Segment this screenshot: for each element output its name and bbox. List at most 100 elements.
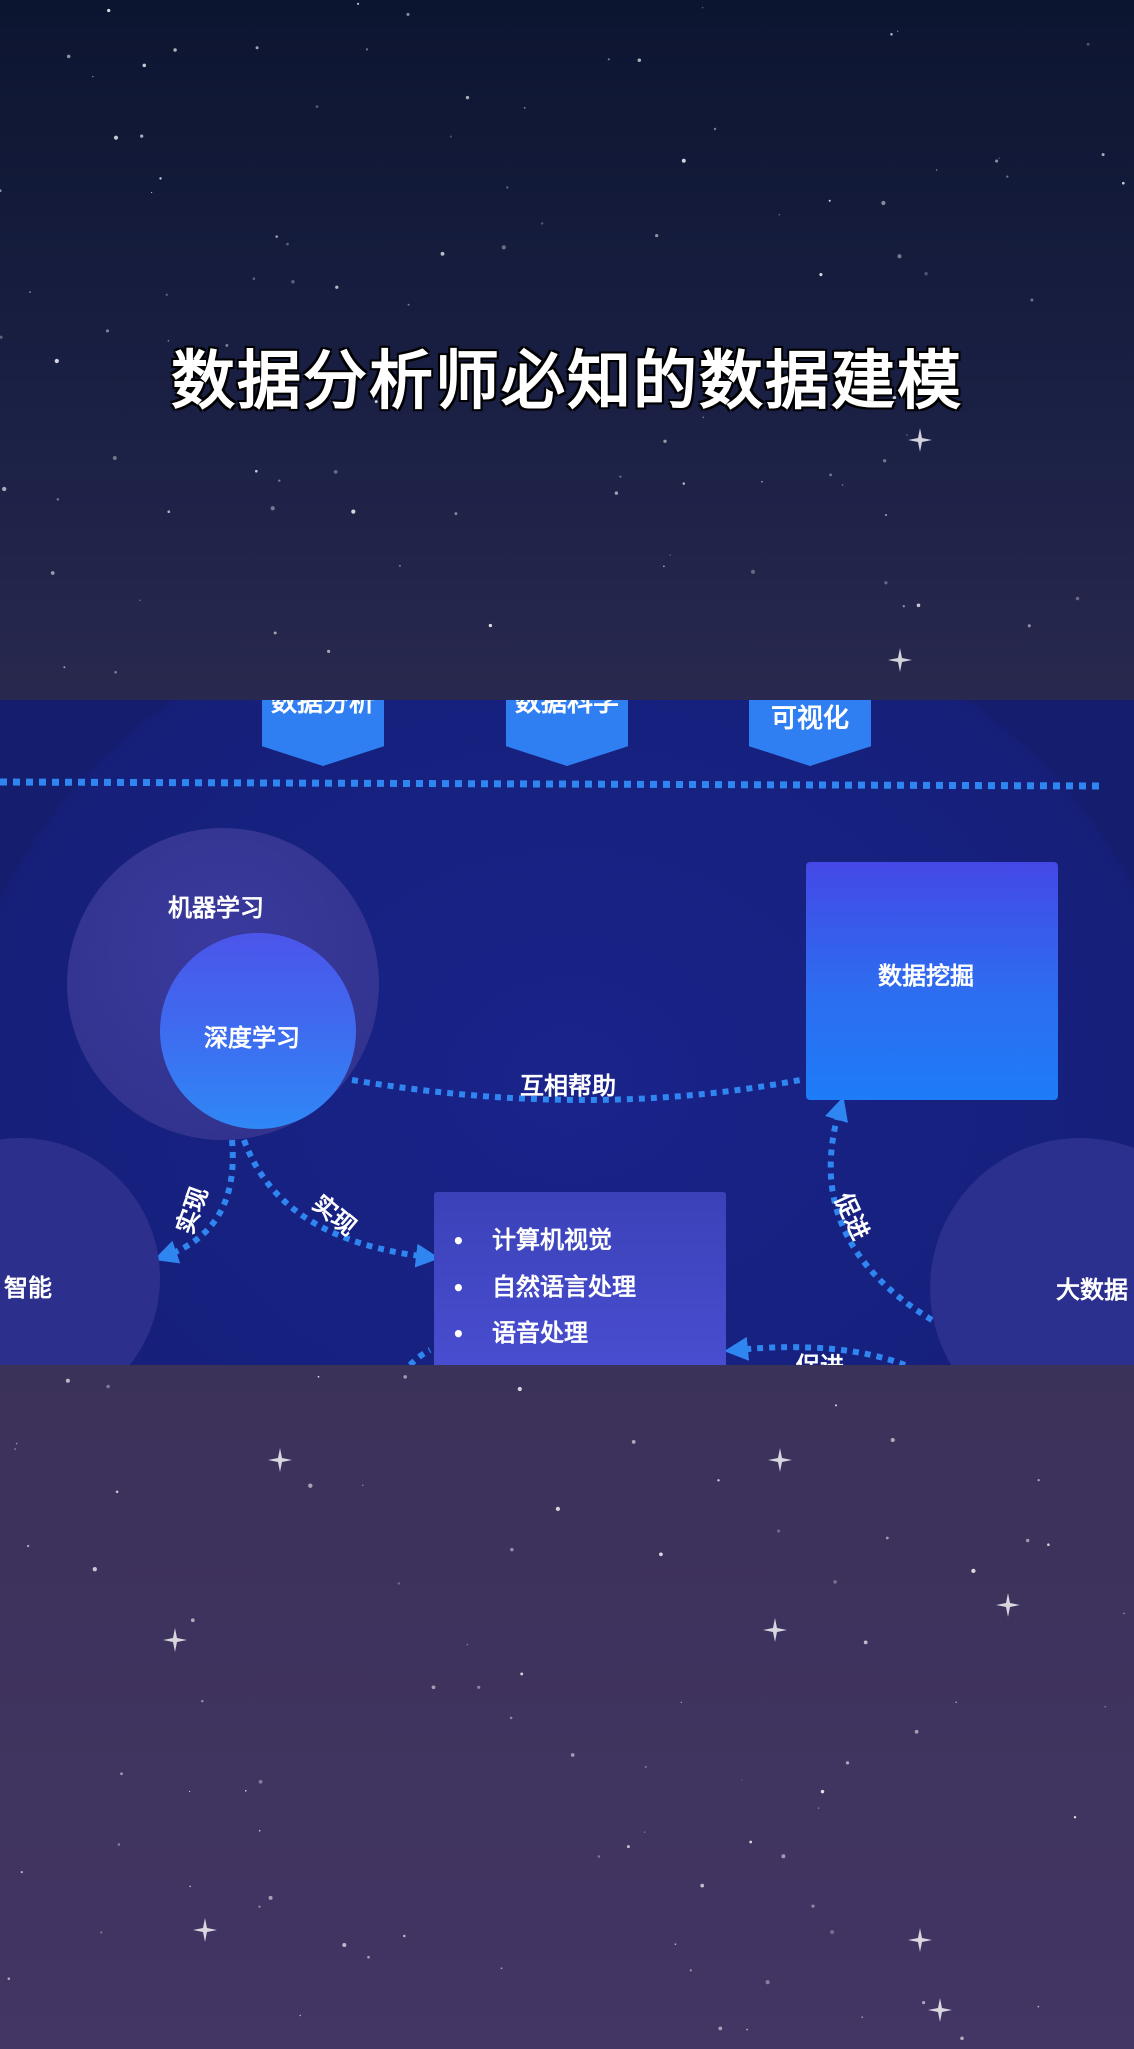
star (189, 1885, 192, 1888)
star (173, 48, 177, 52)
star (841, 484, 844, 486)
bullet-icon: • (452, 1229, 465, 1253)
star (890, 33, 893, 36)
star (619, 475, 622, 478)
list-item: •计算机视觉 (452, 1226, 612, 1254)
star (258, 1829, 261, 1832)
star (833, 1580, 837, 1584)
star (884, 513, 888, 517)
star (520, 1672, 524, 1676)
star (509, 1716, 513, 1720)
star (255, 469, 258, 473)
machine-learning-label: 机器学习 (168, 894, 264, 922)
sparkle-star (908, 428, 932, 452)
star (299, 2014, 301, 2017)
star (922, 2001, 926, 2005)
star (597, 1855, 601, 1858)
star (403, 1934, 406, 1938)
star (308, 1483, 313, 1488)
star (1037, 1478, 1040, 1482)
star (644, 1765, 647, 1768)
star (252, 277, 256, 281)
star (365, 48, 369, 51)
star (351, 509, 356, 514)
applications-box: •计算机视觉 •自然语言处理 •语音处理 (434, 1192, 726, 1365)
star (998, 157, 1000, 159)
star (727, 381, 732, 386)
star (717, 1479, 720, 1482)
star (555, 1506, 561, 1512)
star (278, 479, 281, 482)
star (465, 95, 470, 100)
star (92, 75, 94, 78)
star (897, 254, 902, 259)
sparkle-star (193, 1918, 217, 1942)
star (190, 1618, 195, 1623)
star (570, 1753, 575, 1757)
list-item: •语音处理 (452, 1319, 588, 1347)
promote-lower-arrow (724, 1336, 907, 1365)
star (892, 396, 897, 400)
star (510, 1547, 514, 1552)
star (517, 1386, 522, 1392)
star (357, 2, 360, 5)
star (315, 105, 319, 108)
star (56, 498, 59, 501)
star (890, 1437, 895, 1443)
star (454, 512, 458, 516)
big-data-label: 大数据 (1056, 1276, 1128, 1304)
star (286, 242, 289, 246)
star (553, 351, 556, 355)
star (540, 222, 544, 225)
star (1086, 42, 1090, 46)
star (1073, 1815, 1077, 1819)
star (700, 1883, 705, 1888)
star (863, 1640, 868, 1645)
star (201, 1699, 204, 1703)
star (105, 329, 110, 333)
star (655, 233, 659, 238)
star (115, 1490, 119, 1494)
star (449, 135, 452, 138)
star (367, 1955, 370, 1959)
star (777, 1529, 781, 1533)
star (466, 1643, 469, 1646)
star (225, 343, 229, 347)
star (142, 63, 147, 68)
star (897, 30, 899, 32)
star (1104, 1705, 1107, 1708)
star (1047, 1543, 1050, 1547)
star (701, 6, 704, 9)
star (828, 199, 831, 202)
star (362, 1484, 364, 1486)
star (1006, 175, 1009, 178)
star (781, 1854, 786, 1859)
star (258, 1779, 263, 1784)
star (830, 1930, 835, 1935)
star (749, 1840, 753, 1844)
star (112, 456, 117, 460)
star (681, 158, 686, 163)
star (674, 1943, 677, 1946)
star (167, 339, 170, 342)
star (951, 374, 954, 377)
star (342, 1942, 347, 1948)
star (1101, 153, 1105, 157)
star (689, 1969, 692, 1972)
star (523, 106, 526, 109)
star (117, 1843, 121, 1846)
star (255, 46, 259, 50)
deep-learning-label: 深度学习 (204, 1024, 300, 1052)
star (884, 581, 888, 585)
star (1025, 1538, 1030, 1543)
star (500, 1967, 503, 1970)
star (140, 134, 144, 138)
star (106, 1384, 110, 1389)
star (935, 169, 938, 171)
star (317, 1375, 320, 1378)
star (1121, 181, 1125, 185)
star (26, 1544, 30, 1548)
star (114, 671, 117, 674)
star (107, 8, 111, 13)
star (291, 280, 295, 284)
